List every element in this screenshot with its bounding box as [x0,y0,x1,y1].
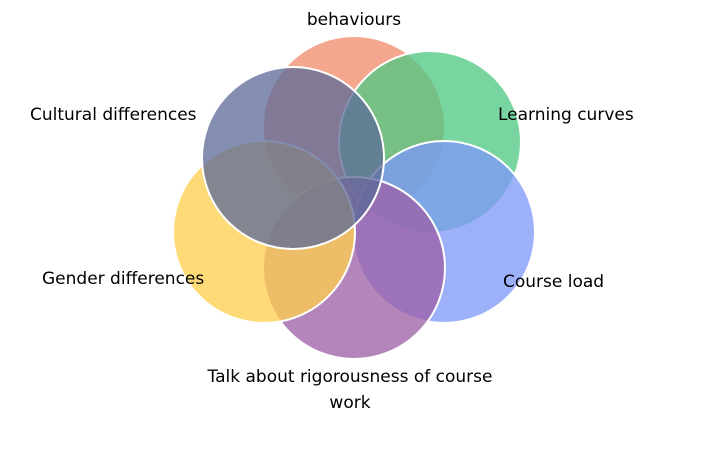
circle-cultural [201,66,385,250]
label-learning-curves: Learning curves [498,105,634,125]
label-gender-differences: Gender differences [42,269,205,289]
label-behaviours: behaviours [306,10,402,30]
label-course-load: Course load [503,272,605,292]
label-rigorousness: Talk about rigorousness of course work [207,367,493,413]
label-cultural-differences: Cultural differences [30,105,197,125]
